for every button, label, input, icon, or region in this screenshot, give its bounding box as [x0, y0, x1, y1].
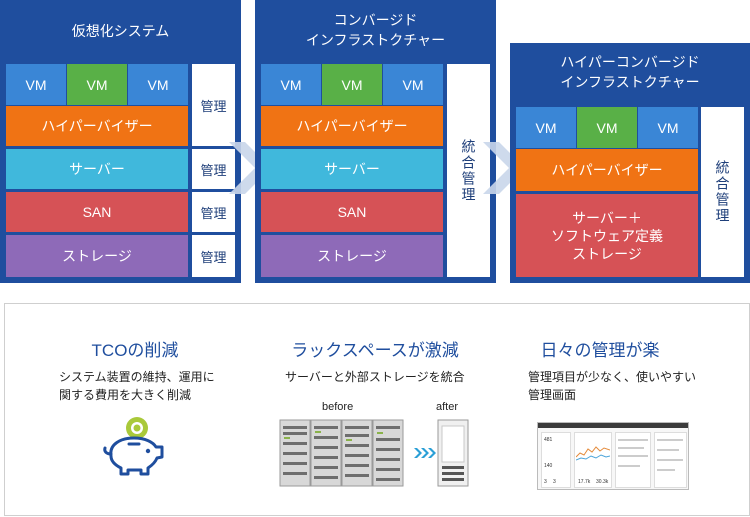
benefit-title-management: 日々の管理が楽 — [540, 341, 660, 360]
after-label: after — [436, 401, 459, 413]
vm-box: VM — [322, 64, 382, 105]
vm-box: VM — [638, 107, 698, 148]
hypervisor-layer: ハイパーバイザー — [516, 149, 698, 191]
server-layer: サーバー — [261, 149, 443, 189]
integrated-management-box: 統合管理 — [701, 107, 744, 277]
vm-box: VM — [383, 64, 443, 105]
panel-title: ハイパーコンバージド インフラストクチャー — [560, 54, 700, 90]
benefit-title-rack: ラックスペースが激減 — [291, 341, 459, 360]
dashboard-screenshot-icon: 481 140 3 3 17.7k 30.3k — [537, 422, 689, 490]
benefit-desc-tco: システム装置の維持、運用に 関する費用を大きく削減 — [59, 370, 215, 402]
hypervisor-layer: ハイパーバイザー — [6, 106, 188, 146]
storage-layer: ストレージ — [6, 235, 188, 277]
benefit-desc-management: 管理項目が少なく、使いやすい 管理画面 — [528, 370, 697, 402]
integrated-management-label: 統合管理 — [460, 138, 477, 203]
san-layer: SAN — [6, 192, 188, 232]
benefits-section: TCOの削減 システム装置の維持、運用に 関する費用を大きく削減 ラックスペース… — [4, 303, 750, 516]
management-box: 管理 — [192, 149, 235, 189]
panel-title: コンバージド インフラストクチャー — [305, 12, 446, 48]
panel-converged: コンバージド インフラストクチャー VM VM VM ハイパーバイザー サーバー… — [255, 0, 496, 283]
panel-title: 仮想化システム — [71, 23, 170, 39]
dashboard-value: 30.3k — [596, 479, 609, 485]
integrated-management-label: 統合管理 — [714, 160, 731, 224]
integrated-management-box: 統合管理 — [447, 64, 490, 277]
dashboard-value: 3 — [544, 479, 547, 485]
panel-virtualization: 仮想化システム VM VM VM ハイパーバイザー サーバー SAN ストレージ… — [0, 0, 241, 283]
vm-box: VM — [67, 64, 127, 105]
vm-box: VM — [516, 107, 576, 148]
management-box: 管理 — [192, 235, 235, 277]
dashboard-value: 481 — [544, 437, 553, 443]
dashboard-value: 17.7k — [578, 479, 591, 485]
dashboard-value: 140 — [544, 463, 553, 469]
dashboard-value: 3 — [553, 479, 556, 485]
management-box: 管理 — [192, 192, 235, 232]
server-rack-icon — [279, 419, 469, 487]
hypervisor-layer: ハイパーバイザー — [261, 106, 443, 146]
vm-box: VM — [128, 64, 188, 105]
panel-hyperconverged: ハイパーコンバージド インフラストクチャー VM VM VM ハイパーバイザー … — [510, 43, 750, 283]
server-software-defined-storage-layer: サーバー＋ ソフトウェア定義 ストレージ — [516, 194, 698, 277]
management-box: 管理 — [192, 64, 235, 146]
vm-box: VM — [261, 64, 321, 105]
benefit-desc-rack: サーバーと外部ストレージを統合 — [285, 370, 465, 384]
vm-box: VM — [6, 64, 66, 105]
vm-box: VM — [577, 107, 637, 148]
piggy-bank-coin-icon — [103, 417, 164, 476]
san-layer: SAN — [261, 192, 443, 232]
storage-layer: ストレージ — [261, 235, 443, 277]
server-layer: サーバー — [6, 149, 188, 189]
before-label: before — [322, 401, 354, 413]
benefit-title-tco: TCOの削減 — [91, 341, 179, 360]
